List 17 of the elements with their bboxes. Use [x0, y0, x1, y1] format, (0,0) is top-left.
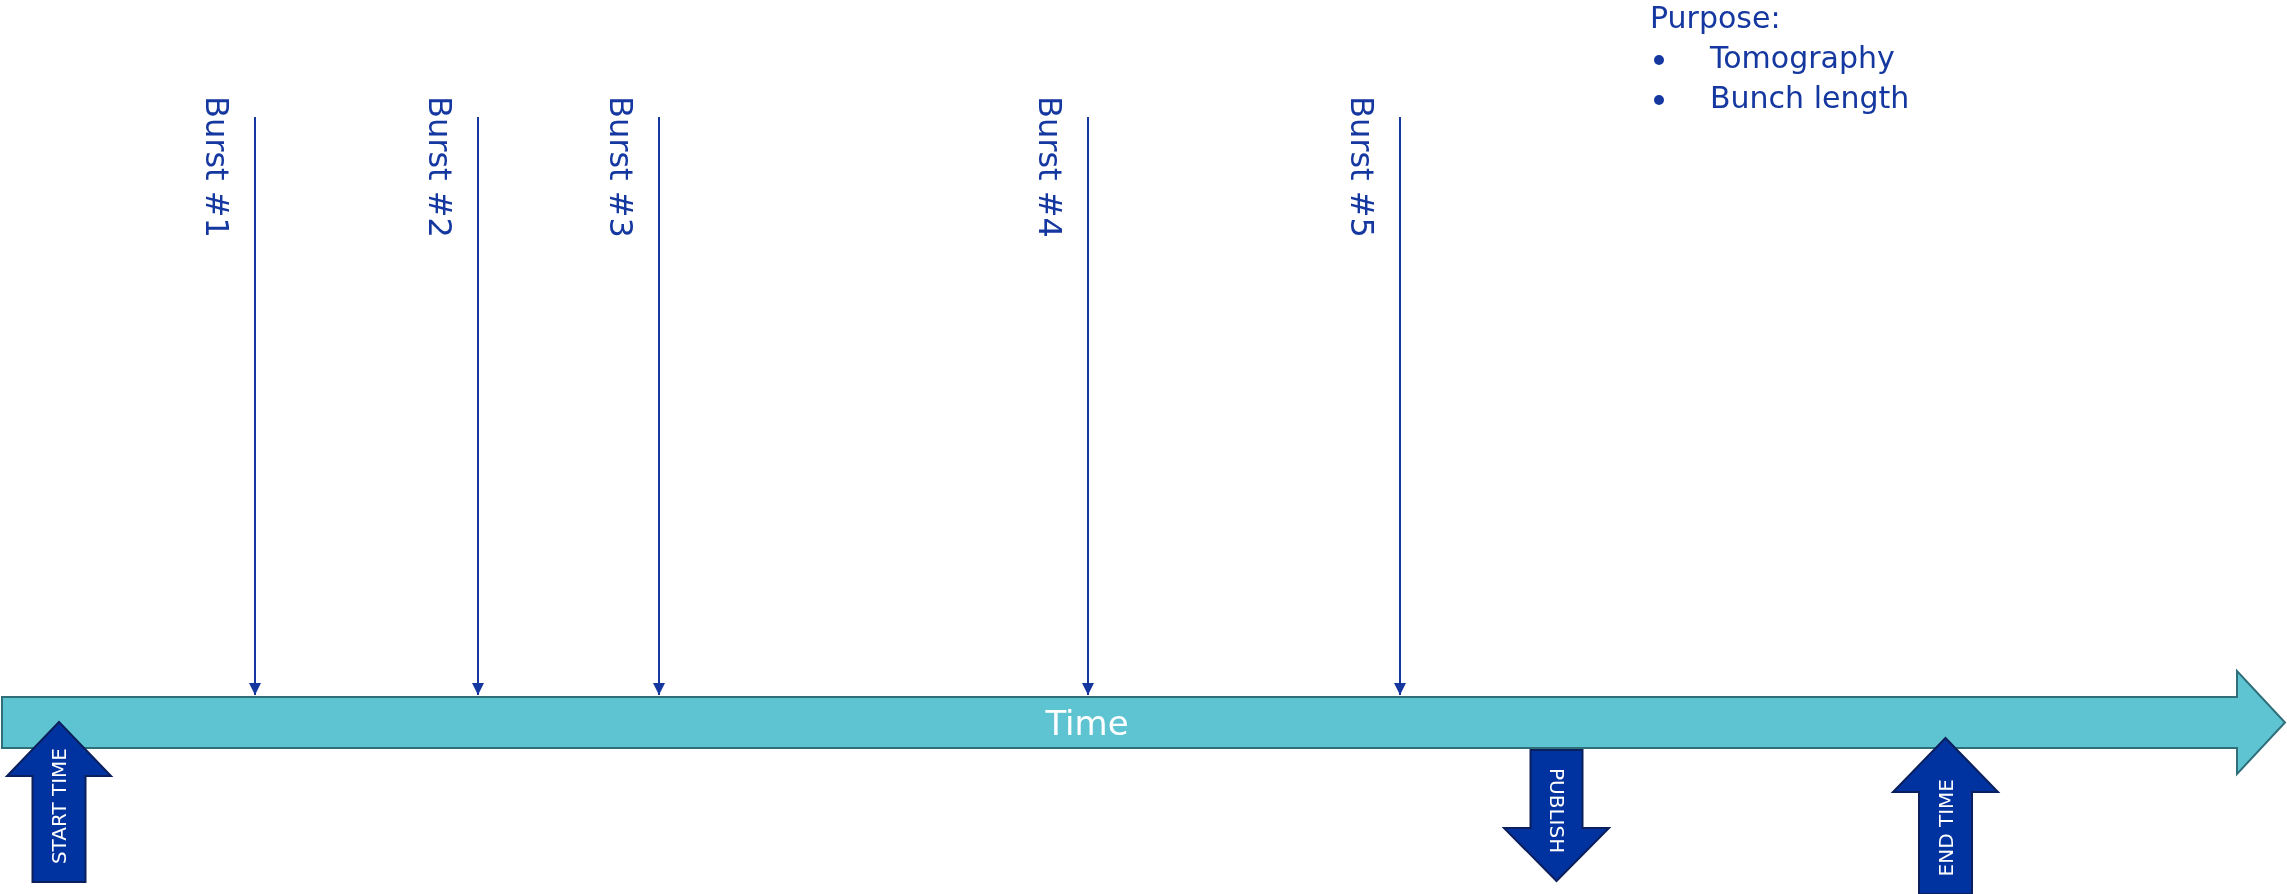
burst-label: Burst #3 [602, 96, 640, 238]
arrow [653, 116, 665, 696]
burst-label: Burst #2 [421, 96, 459, 238]
arrow [1082, 116, 1094, 696]
burst-label: Burst #1 [198, 96, 236, 238]
burst-label: Burst #5 [1343, 96, 1381, 238]
list-heading: Purpose: [1650, 0, 1781, 35]
timeline-label: Time [1045, 702, 1129, 743]
list-item: Tomography [1710, 40, 1895, 75]
arrow [472, 116, 484, 696]
burst-label: Burst #4 [1031, 96, 1069, 238]
list-item: Bunch length [1710, 80, 1910, 115]
arrow [1394, 116, 1406, 696]
arrow-label: START TIME [47, 747, 71, 864]
arrow-label: PUBLISH [1544, 768, 1569, 854]
arrow [249, 116, 261, 696]
arrow-label: END TIME [1933, 778, 1958, 876]
